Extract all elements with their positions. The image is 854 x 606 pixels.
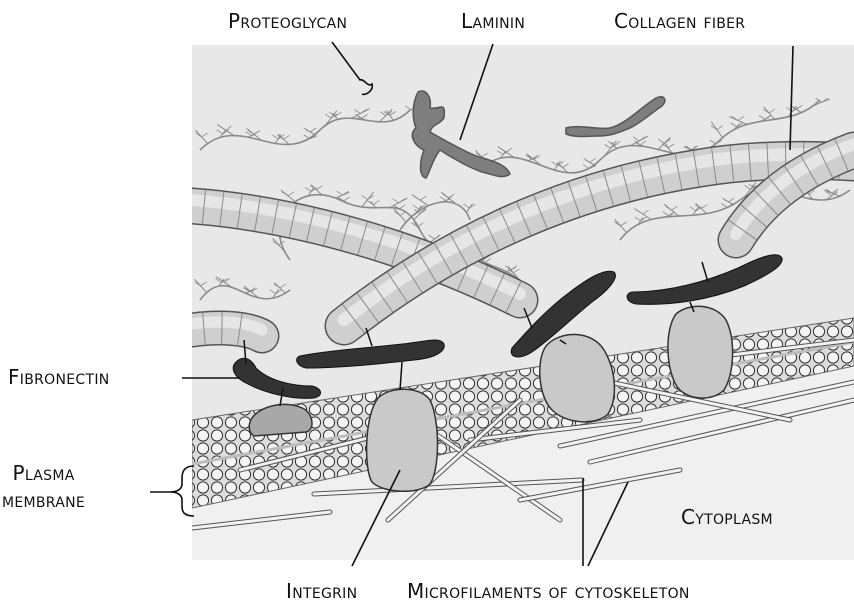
label-microfilaments: Microfilaments of cytoskeleton [407, 579, 690, 603]
label-plasma-membrane: Plasma membrane [2, 460, 85, 514]
label-plasma-membrane-line2: membrane [2, 487, 85, 514]
integrin [668, 306, 733, 398]
label-integrin: Integrin [286, 579, 357, 603]
label-collagen-fiber: Collagen fiber [614, 9, 745, 33]
label-laminin: Laminin [461, 9, 525, 33]
integrin [367, 389, 438, 491]
label-fibronectin: Fibronectin [8, 365, 110, 389]
label-cytoplasm: Cytoplasm [681, 505, 773, 529]
diagram-panel [192, 45, 854, 560]
plasma-membrane-brace [170, 466, 194, 516]
label-proteoglycan: Proteoglycan [228, 9, 347, 33]
integrin [540, 334, 615, 421]
label-plasma-membrane-line1: Plasma [2, 460, 85, 487]
